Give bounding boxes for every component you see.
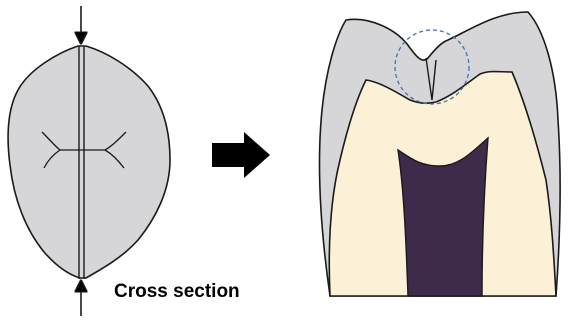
tooth-crown-outline bbox=[8, 46, 170, 278]
right-arrow-icon bbox=[212, 132, 270, 178]
tooth-top-view bbox=[8, 6, 170, 316]
cross-section-caption: Cross section bbox=[114, 281, 240, 303]
tooth-cross-section bbox=[320, 12, 561, 296]
